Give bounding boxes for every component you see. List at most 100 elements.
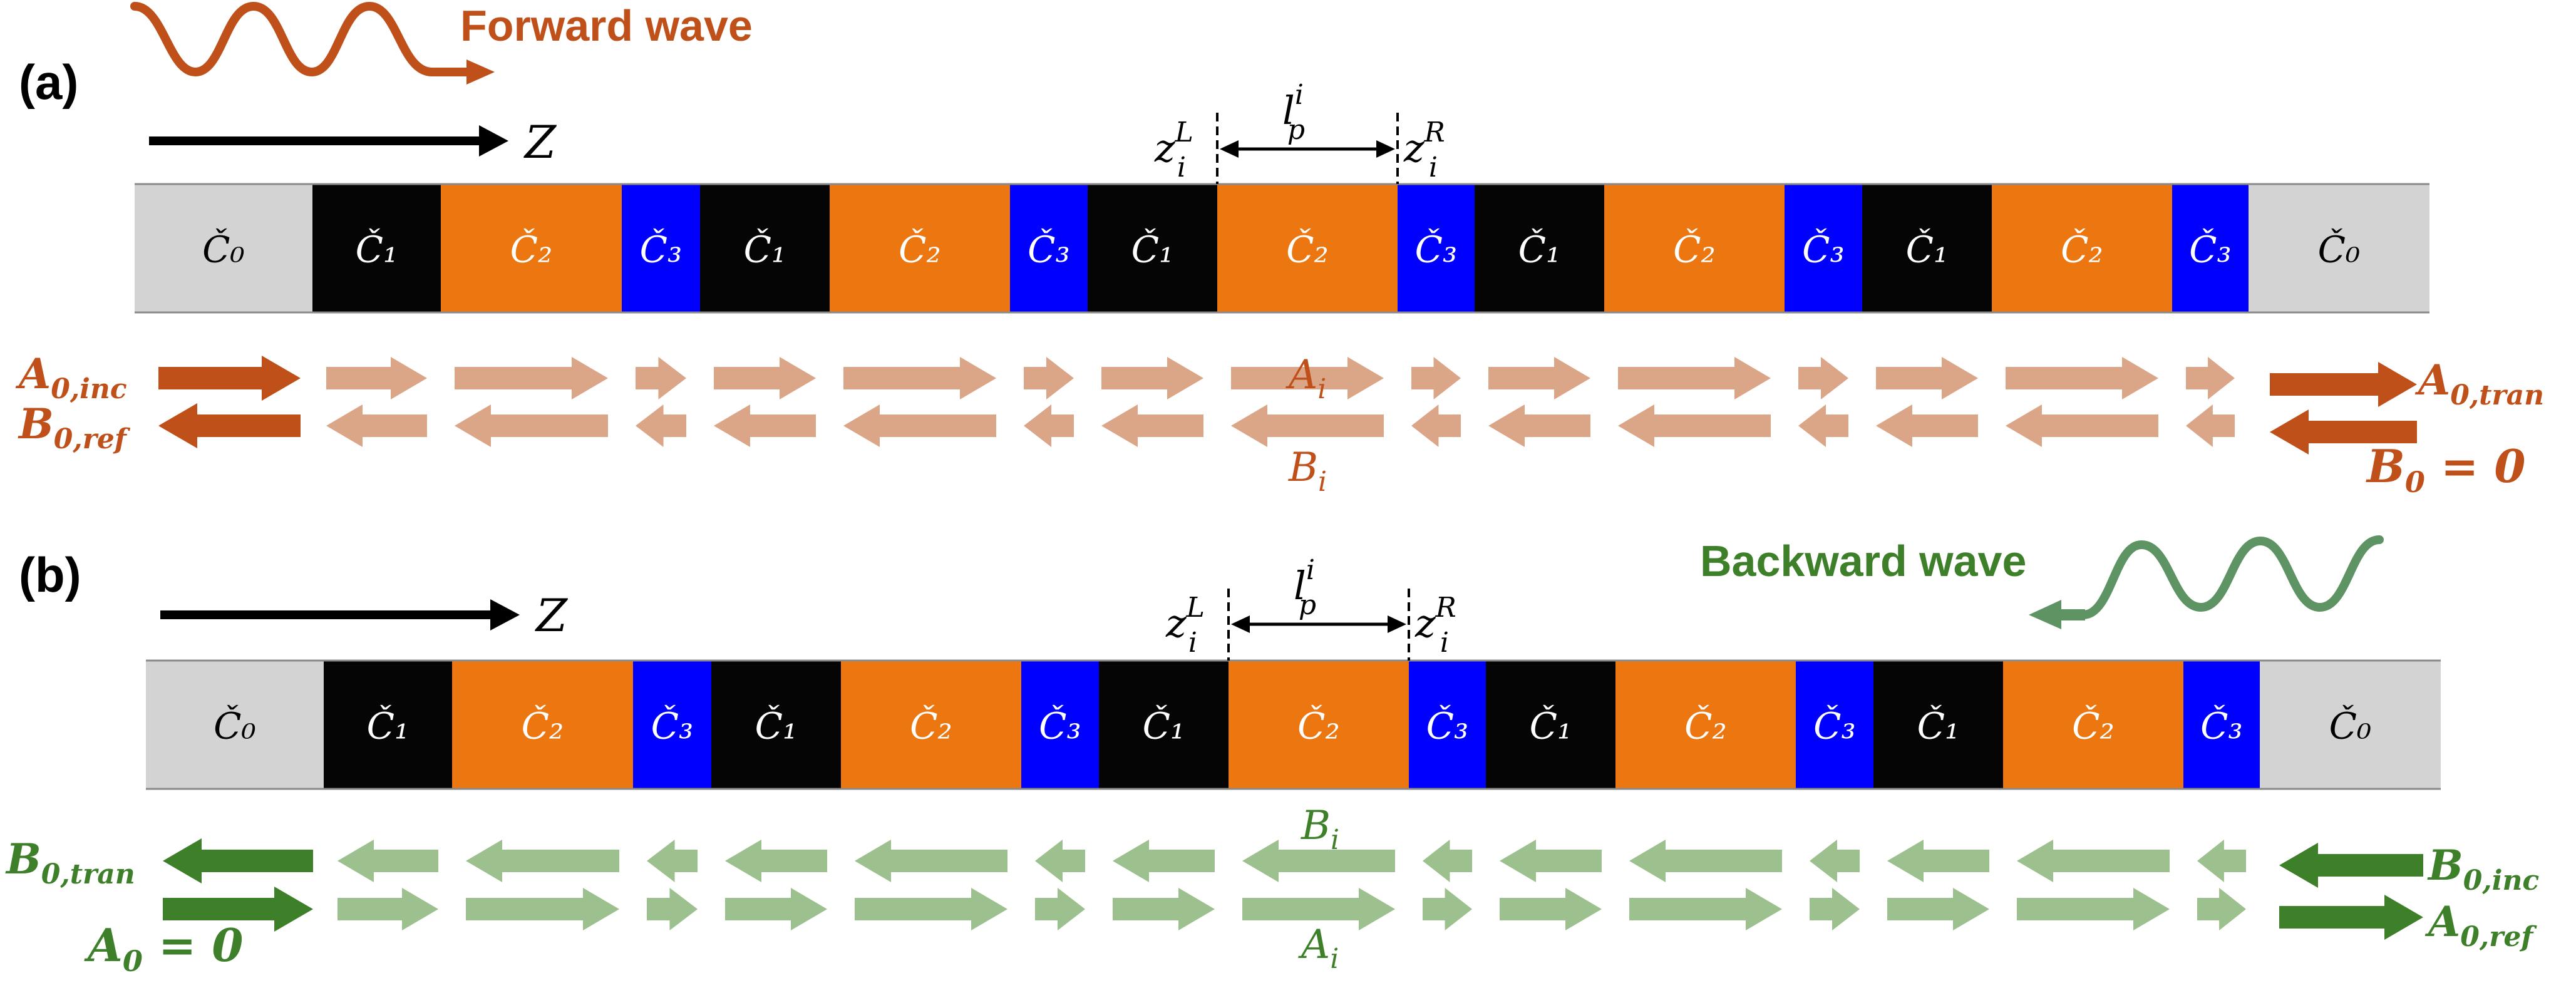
layer-label: Č₃ [2189, 229, 2232, 271]
incident-amplitude-label-a: A0,inc [15, 349, 127, 405]
layer-block [633, 661, 711, 789]
panel-a-label: (a) [19, 54, 78, 110]
amplitude-label-Ai-b: Ai [1298, 922, 1339, 975]
layer-label: Č₂ [1684, 705, 1727, 748]
layer-label: Č₁ [1906, 229, 1949, 271]
incident-arrow-icon [2279, 843, 2423, 888]
layer-c1: Č₁ [312, 184, 441, 312]
forward-arrow-icon [2186, 357, 2235, 399]
layer-c2: Č₂ [1992, 184, 2172, 312]
forward-arrow-icon [1798, 357, 1848, 399]
backward-arrow-icon [326, 404, 427, 447]
forward-arrow-icon [466, 888, 619, 930]
layer-label: Č₃ [1802, 229, 1845, 271]
layer-c3: Č₃ [1398, 184, 1475, 312]
layer-c0: Č₀ [2260, 661, 2441, 789]
layer-label: Č₀ [202, 229, 245, 271]
layer-c2: Č₂ [1217, 184, 1398, 312]
backward-arrow-icon [1876, 404, 1978, 447]
layer-block [2183, 661, 2260, 789]
reflected-amplitude-label-b: A0,ref [2424, 897, 2537, 953]
z-axis-arrow-b [160, 599, 520, 630]
forward-wave-icon [130, 1, 471, 77]
reflected-arrow-icon [2279, 895, 2423, 940]
forward-arrow-icon [1101, 357, 1203, 399]
backward-arrow-icon [2186, 404, 2235, 447]
layer-block [841, 661, 1021, 789]
forward-arrow-icon [1411, 357, 1461, 399]
layer-c3: Č₃ [1010, 184, 1088, 312]
layer-c2: Č₂ [441, 184, 622, 312]
reflected-amplitude-label-a: B0,ref [18, 399, 131, 455]
layer-c3: Č₃ [1785, 184, 1862, 312]
forward-arrow-icon [1629, 888, 1782, 930]
layer-label: Č₂ [510, 229, 553, 271]
layer-label: Č₂ [910, 705, 952, 748]
backward-arrow-icon [1242, 840, 1395, 882]
left-incoming-zero-label-b: A0 = 0 [84, 919, 243, 978]
backward-arrow-icon [337, 840, 438, 882]
backward-arrow-icon [1618, 404, 1771, 447]
backward-arrow-icon [1423, 840, 1472, 882]
layer-c1: Č₁ [1486, 661, 1615, 789]
layer-label: Č₀ [2329, 705, 2372, 748]
layer-label: Č₃ [1028, 229, 1070, 271]
forward-arrow-icon [647, 888, 698, 930]
layer-label: Č₁ [1917, 705, 1960, 748]
backward-arrow-icon [843, 404, 996, 447]
backward-arrow-icon [1113, 840, 1215, 882]
layer-c1: Č₁ [1088, 184, 1217, 312]
layer-c0: Č₀ [2249, 184, 2429, 312]
layer-block [1615, 661, 1796, 789]
amplitude-arrows-a [158, 356, 2417, 455]
layer-c1: Č₁ [711, 661, 841, 789]
layer-block [1796, 661, 1873, 789]
backward-arrow-icon [455, 404, 608, 447]
layer-block [1099, 661, 1229, 789]
forward-arrow-icon [2017, 888, 2170, 930]
layer-c2: Č₂ [841, 661, 1021, 789]
forward-arrow-icon [455, 357, 608, 399]
layer-label: Č₁ [367, 705, 410, 748]
transmitted-amplitude-label-a: A0,tran [2414, 356, 2544, 411]
layer-c2: Č₂ [830, 184, 1010, 312]
layer-block [1398, 184, 1475, 312]
amplitude-label-Ai-a: Ai [1285, 352, 1326, 405]
layer-label: Č₃ [1415, 229, 1458, 271]
backward-wave-arrowhead-icon [2029, 600, 2061, 629]
layer-c3: Č₃ [2183, 661, 2260, 789]
forward-arrow-icon [1423, 888, 1472, 930]
forward-arrow-icon [843, 357, 996, 399]
layer-c1: Č₁ [1873, 661, 2003, 789]
backward-arrow-icon [1798, 404, 1848, 447]
zero-incoming-arrow-icon [163, 887, 313, 932]
backward-arrow-icon [714, 404, 816, 447]
layer-block [441, 184, 622, 312]
forward-arrow-icon [1113, 888, 1215, 930]
forward-arrow-icon [1024, 357, 1074, 399]
forward-wave-arrowhead-icon [466, 59, 495, 85]
backward-arrow-icon [1411, 404, 1461, 447]
forward-arrow-icon [1035, 888, 1085, 930]
layer-label: Č₂ [522, 705, 564, 748]
forward-arrow-icon [1810, 888, 1860, 930]
layer-label: Č₁ [1518, 229, 1561, 271]
backward-arrow-icon [2006, 404, 2158, 447]
layer-label: Č₃ [1426, 705, 1469, 748]
backward-arrow-icon [855, 840, 1007, 882]
forward-arrow-icon [725, 888, 827, 930]
layer-block [1486, 661, 1615, 789]
layer-block [1409, 661, 1486, 789]
layer-c2: Č₂ [1604, 184, 1785, 312]
layer-c2: Č₂ [1615, 661, 1796, 789]
layer-block [711, 661, 841, 789]
layer-c2: Č₂ [2003, 661, 2183, 789]
layer-block [452, 661, 633, 789]
